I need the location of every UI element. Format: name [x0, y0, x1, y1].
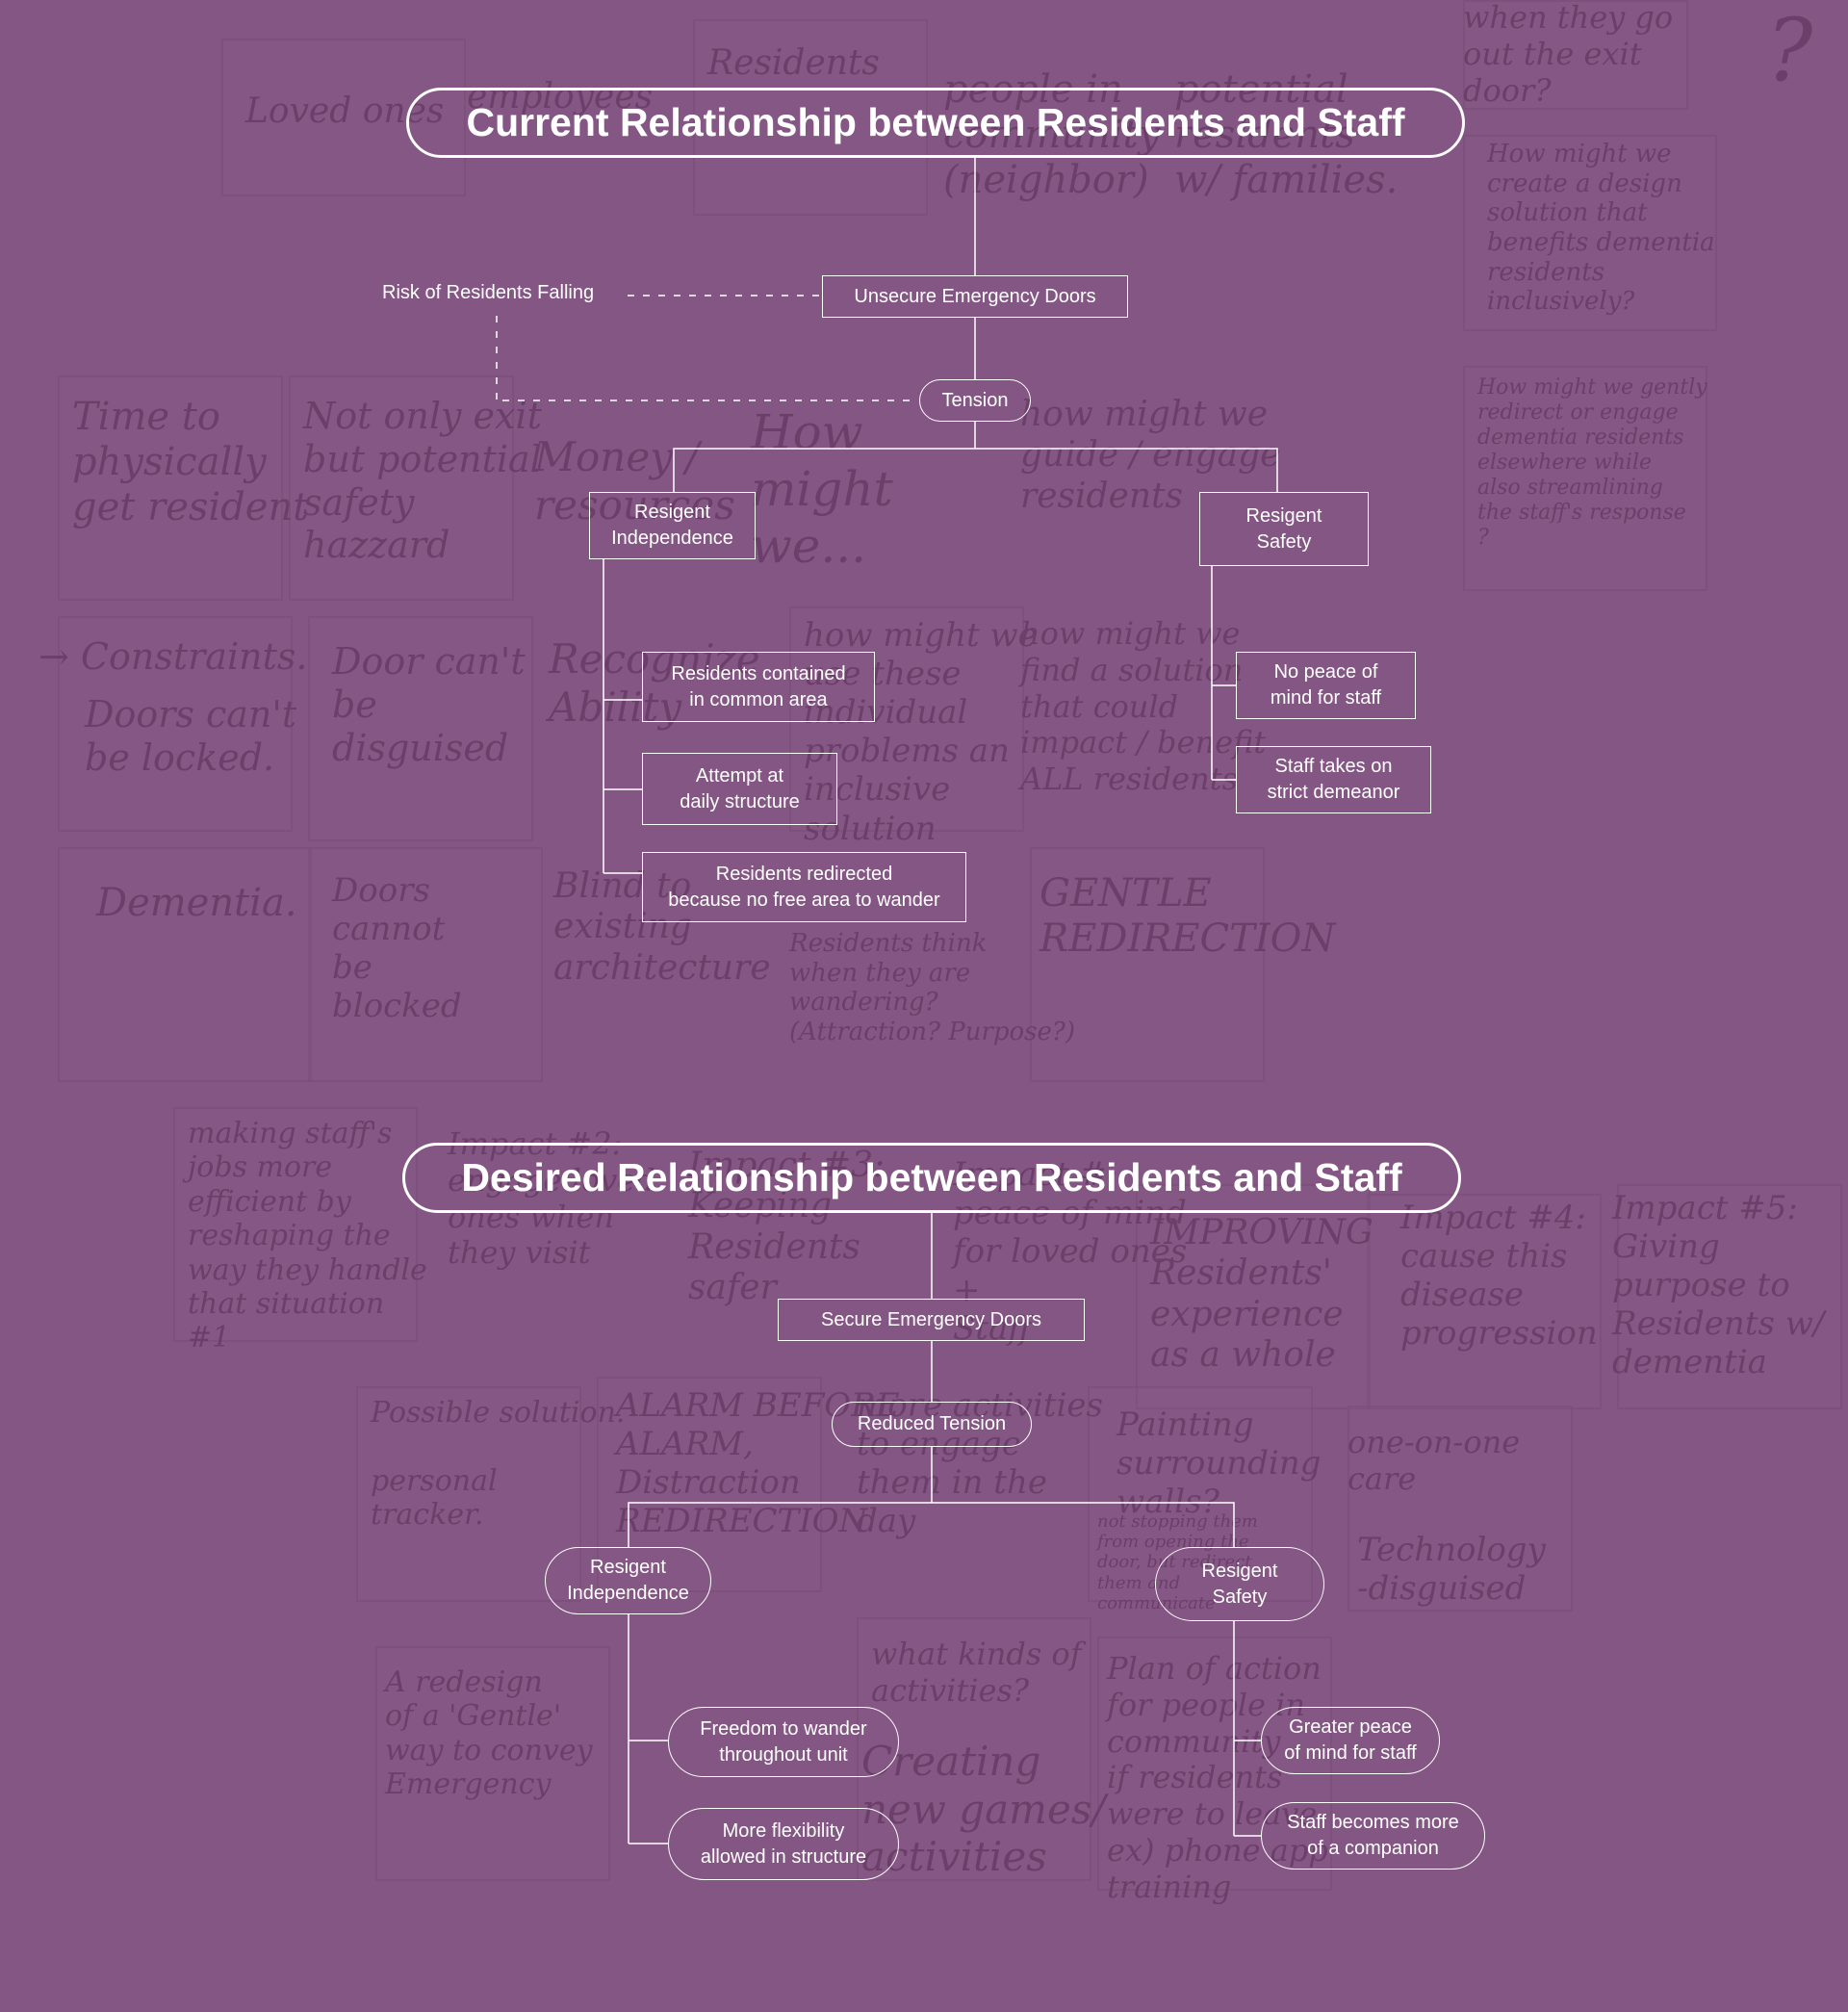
background-note: Residents think when they are wandering?…: [789, 929, 1075, 1047]
risk-of-falling-label: Risk of Residents Falling: [382, 282, 595, 303]
desired-safety-node: Resigent Safety: [1155, 1547, 1324, 1621]
background-note: how might we use these individual proble…: [804, 616, 1038, 848]
safety-item-no-peace: No peace of mind for staff: [1236, 652, 1416, 719]
independence-item-daily-structure: Attempt at daily structure: [642, 753, 837, 825]
background-note: how might we guide / engage residents: [1020, 395, 1281, 516]
background-note: GENTLE REDIRECTION: [1040, 871, 1336, 962]
background-paper: [308, 847, 543, 1082]
secure-doors-node: Secure Emergency Doors: [778, 1299, 1085, 1341]
background-note: Dementia.: [96, 881, 297, 925]
independence-item-flexibility: More flexibility allowed in structure: [668, 1808, 899, 1880]
background-note: Not only exit but potential safety hazza…: [303, 395, 542, 567]
background-note: ?: [1766, 0, 1813, 101]
background-note: Doors cannot be blocked: [332, 871, 462, 1026]
background-note: Technology -disguised: [1357, 1531, 1546, 1609]
independence-item-freedom: Freedom to wander throughout unit: [668, 1707, 899, 1777]
background-note: when they go out the exit door?: [1463, 0, 1674, 109]
background-note: IMPROVING Residents' experience as a who…: [1150, 1213, 1373, 1376]
background-note: Impact #: peace of mind for loved ones +…: [953, 1155, 1188, 1349]
current-independence-node: Resigent Independence: [589, 492, 756, 559]
background-note: Blind to existing architecture: [553, 866, 771, 988]
background-note: making staff's jobs more efficient by re…: [188, 1117, 427, 1355]
background-note: A redesign of a 'Gentle' way to convey E…: [385, 1665, 593, 1802]
background-paper: [58, 616, 293, 832]
background-paper: [1463, 366, 1707, 591]
background-note: Money / resources: [534, 433, 735, 529]
background-paper: [308, 616, 533, 841]
background-paper: [1088, 1386, 1313, 1602]
background-note: ALARM BEFORE ALARM, Distraction REDIRECT…: [616, 1386, 900, 1541]
background-paper: [1136, 1184, 1371, 1409]
background-note: Impact #5: Giving purpose to Residents w…: [1612, 1189, 1825, 1382]
background-note: How might we...: [751, 404, 893, 574]
background-paper: [173, 1107, 418, 1342]
independence-item-contained: Residents contained in common area: [642, 652, 875, 722]
current-relationship-title: Current Relationship between Residents a…: [406, 88, 1465, 158]
background-note: Painting surrounding walls?: [1116, 1406, 1322, 1522]
background-note: Possible solution. personal tracker.: [371, 1396, 626, 1533]
desired-relationship-title: Desired Relationship between Residents a…: [402, 1143, 1461, 1213]
safety-item-companion: Staff becomes more of a companion: [1261, 1802, 1485, 1870]
background-paper: [58, 375, 283, 601]
current-safety-node: Resigent Safety: [1199, 492, 1369, 566]
background-note: employees: [467, 77, 654, 116]
background-note: one-on-one care: [1348, 1424, 1521, 1497]
background-note: Door can't be disguised: [332, 640, 526, 769]
safety-item-strict-demeanor: Staff takes on strict demeanor: [1236, 746, 1431, 813]
safety-item-greater-peace: Greater peace of mind for staff: [1261, 1707, 1440, 1774]
background-paper: [789, 606, 1024, 832]
background-note: Residents: [707, 43, 880, 83]
background-note: how might we find a solution that could …: [1020, 615, 1267, 797]
connector-tension-branches: [628, 1502, 1235, 1547]
reduced-tension-node: Reduced Tension: [832, 1402, 1032, 1447]
background-note: Recognize Ability: [549, 635, 760, 731]
background-note: How might we gently redirect or engage d…: [1477, 375, 1707, 550]
background-paper: [356, 1386, 581, 1602]
background-paper: [375, 1646, 610, 1881]
tension-node: Tension: [919, 379, 1031, 422]
background-paper: [1463, 0, 1688, 110]
background-paper: [1617, 1184, 1842, 1409]
desired-independence-node: Resigent Independence: [545, 1547, 711, 1614]
background-paper: [693, 19, 928, 216]
background-paper: [289, 375, 514, 601]
background-paper: [1030, 847, 1265, 1082]
background-note: → Constraints.: [38, 635, 308, 678]
background-paper: [1348, 1406, 1573, 1612]
background-note: How might we create a design solution th…: [1487, 140, 1715, 317]
background-note: Impact #4: cause this disease progressio…: [1400, 1199, 1598, 1354]
background-paper: [58, 847, 312, 1082]
background-paper: [1463, 135, 1717, 331]
background-note: what kinds of activities?: [871, 1636, 1082, 1709]
background-note: Doors can't be locked.: [85, 693, 297, 779]
background-note: Time to physically get resident: [72, 395, 309, 530]
connector-tension-branches: [673, 448, 1278, 492]
independence-item-redirected: Residents redirected because no free are…: [642, 852, 966, 922]
background-note: Impact #2: engage loved ones when they v…: [448, 1125, 655, 1272]
background-paper: [597, 1377, 822, 1592]
background-note: Impact #3: Keeping Residents safer: [688, 1146, 886, 1308]
unsecure-doors-node: Unsecure Emergency Doors: [822, 275, 1128, 318]
background-paper: [1367, 1194, 1602, 1409]
